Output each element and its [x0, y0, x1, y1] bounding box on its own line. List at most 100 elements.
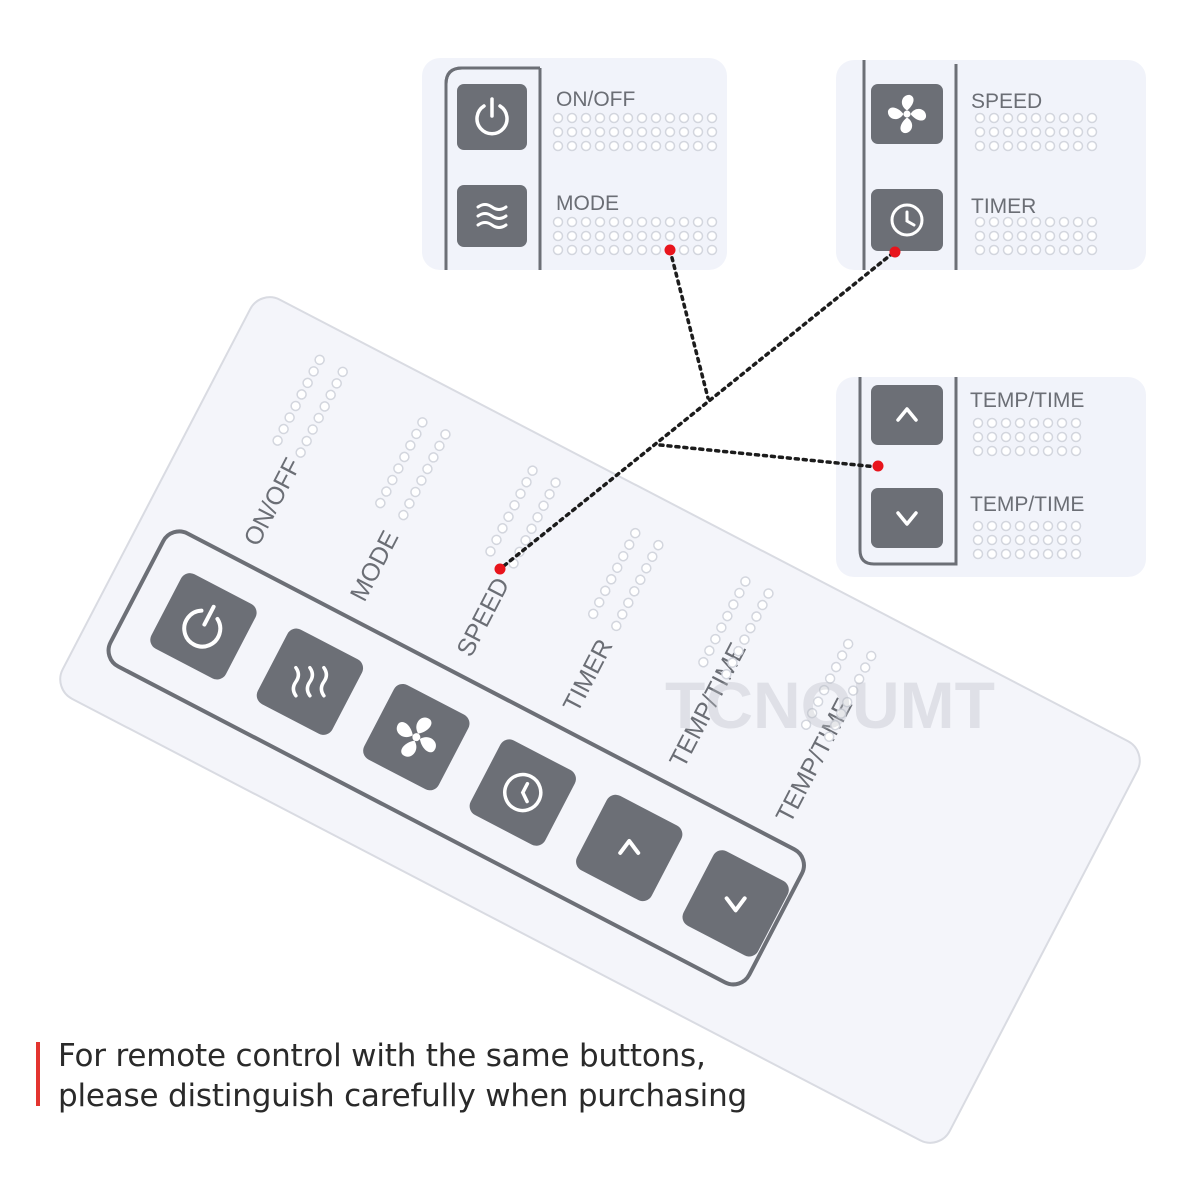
braille-dot [841, 696, 853, 708]
braille-dot [381, 486, 392, 497]
braille-dot [678, 230, 690, 242]
braille-dot [515, 488, 526, 499]
callout-label-on-off: ON/OFF [556, 88, 635, 111]
braille-dot [706, 230, 718, 242]
braille-dot [722, 610, 733, 622]
braille-dot [1070, 417, 1082, 429]
braille-dot [1000, 417, 1012, 429]
braille-dot [509, 500, 520, 511]
braille-dot [580, 112, 592, 124]
braille-dot [416, 475, 427, 486]
braille-dot [830, 661, 842, 673]
braille-dot [806, 707, 818, 719]
braille-dot [972, 417, 984, 429]
braille-dot [664, 126, 676, 138]
fan-icon [396, 717, 436, 757]
braille-dot [853, 673, 865, 685]
braille-dot [594, 126, 606, 138]
braille-dot [428, 452, 439, 463]
braille-dot [594, 216, 606, 228]
braille-dots [272, 354, 877, 742]
braille-dots [972, 417, 1082, 560]
braille-dot [865, 650, 877, 662]
braille-dot [1086, 126, 1098, 138]
braille-dot [986, 417, 998, 429]
braille-dot [331, 378, 342, 389]
braille-dot [532, 512, 543, 523]
braille-dot [1086, 244, 1098, 256]
braille-dot [972, 520, 984, 532]
braille-dot [1002, 112, 1014, 124]
braille-dot [751, 611, 762, 622]
braille-dot [580, 230, 592, 242]
braille-dot [974, 244, 986, 256]
braille-dot [1056, 431, 1068, 443]
braille-dot [636, 112, 648, 124]
main-mode-button[interactable] [253, 625, 366, 738]
braille-dot [636, 230, 648, 242]
braille-dot [278, 423, 289, 435]
braille-dot [608, 244, 620, 256]
braille-dot [706, 126, 718, 138]
power-icon [182, 604, 223, 649]
braille-dot [1042, 534, 1054, 546]
braille-dot [295, 447, 306, 458]
main-timer-button[interactable] [466, 736, 579, 849]
braille-dot [745, 622, 756, 634]
braille-dot [972, 445, 984, 457]
braille-dot [594, 230, 606, 242]
braille-dot [1028, 548, 1040, 560]
braille-dot [552, 112, 564, 124]
braille-dot [678, 140, 690, 152]
braille-dot [1030, 112, 1042, 124]
braille-dot [538, 500, 549, 511]
braille-dot [566, 244, 578, 256]
braille-dot [1072, 230, 1084, 242]
braille-dot [1016, 244, 1028, 256]
callout-temp-up-button[interactable] [871, 385, 943, 445]
braille-dot [1086, 216, 1098, 228]
braille-dot [594, 112, 606, 124]
braille-dot [1086, 112, 1098, 124]
callout-mode-button[interactable] [457, 185, 527, 247]
braille-dot [587, 608, 599, 620]
braille-dot [552, 244, 564, 256]
callout-speed-button[interactable] [871, 84, 943, 144]
main-temp-down-button[interactable] [679, 847, 792, 960]
chevron-up-icon [618, 838, 641, 855]
main-speed-button[interactable] [360, 680, 473, 793]
braille-dot [301, 435, 312, 447]
braille-dot [1014, 520, 1026, 532]
braille-dot [623, 539, 635, 550]
braille-dot [552, 140, 564, 152]
callout-timer-button[interactable] [871, 189, 943, 251]
braille-dot [974, 140, 986, 152]
braille-dot [608, 216, 620, 228]
connector-lines [498, 248, 895, 571]
braille-dot [636, 126, 648, 138]
braille-dot [622, 216, 634, 228]
braille-dot [986, 445, 998, 457]
braille-dot [1044, 230, 1056, 242]
braille-dot [622, 244, 634, 256]
main-temp-up-button[interactable] [573, 791, 686, 904]
braille-dot [836, 650, 848, 661]
braille-dot [1070, 445, 1082, 457]
braille-dot [1072, 244, 1084, 256]
braille-dot [1028, 520, 1040, 532]
braille-dot [835, 708, 847, 719]
braille-dot [1028, 431, 1040, 443]
braille-dot [986, 548, 998, 560]
callout-power-button[interactable] [457, 84, 527, 150]
braille-dot [552, 126, 564, 138]
braille-dot [1086, 230, 1098, 242]
braille-dot [1000, 534, 1012, 546]
callout-temp-down-button[interactable] [871, 488, 943, 548]
callout-label-mode: MODE [556, 192, 619, 215]
callout-speed-timer: SPEED TIMER [836, 60, 1146, 270]
braille-dot [1042, 445, 1054, 457]
braille-dot [1002, 244, 1014, 256]
main-power-button[interactable] [147, 570, 260, 683]
braille-dot [988, 244, 1000, 256]
braille-dot [734, 587, 745, 599]
